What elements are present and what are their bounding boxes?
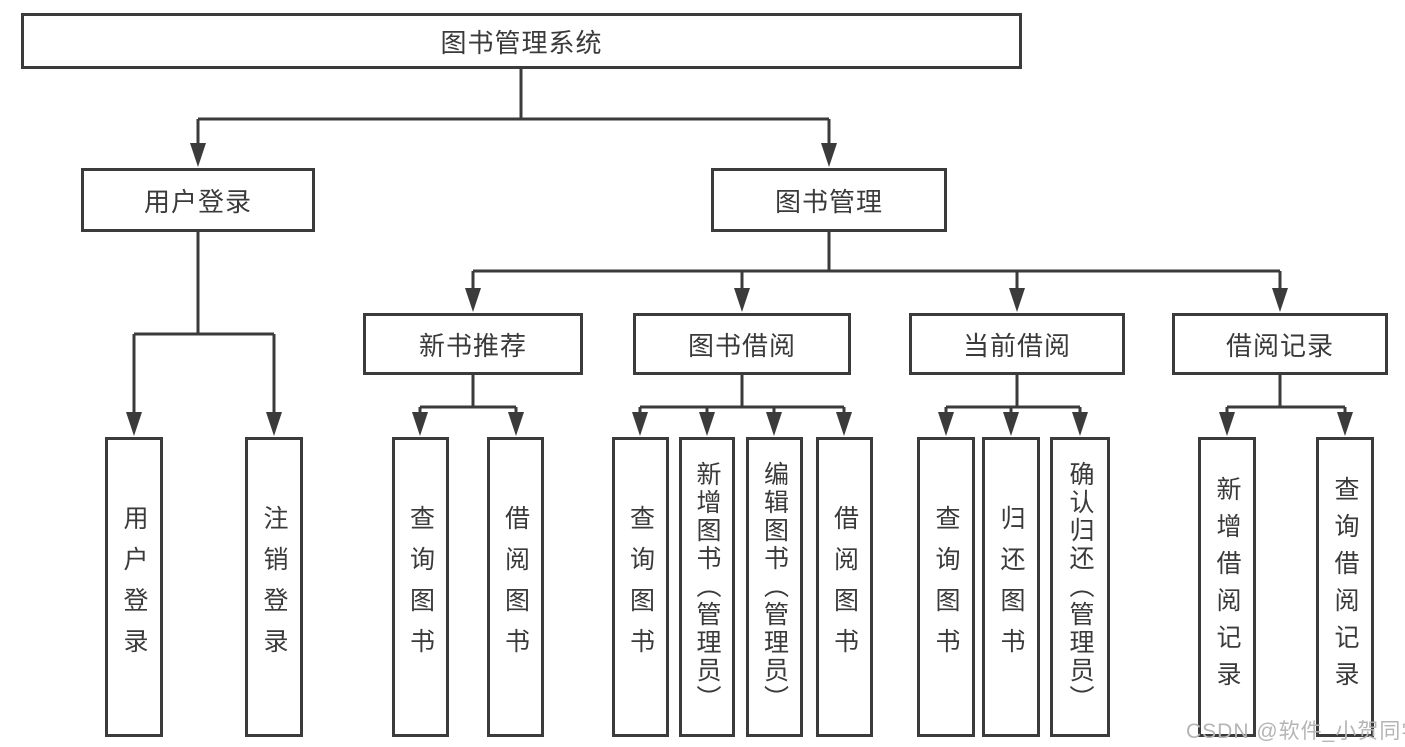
node-current-borrow: 当前借阅 — [909, 313, 1125, 375]
node-leaf-confirm-return-admin: 确认归还（管理员） — [1050, 437, 1110, 737]
connector-new-book-recommend-children — [412, 375, 524, 436]
node-leaf-query-borrow-record-label: 查询借阅记录 — [1331, 476, 1359, 698]
node-leaf-add-borrow-record: 新增借阅记录 — [1198, 437, 1256, 737]
node-leaf-confirm-return-admin-label: 确认归还（管理员） — [1066, 461, 1094, 713]
node-leaf-borrow-books-recommend-label: 借阅图书 — [501, 505, 530, 669]
node-leaf-query-borrow-record: 查询借阅记录 — [1316, 437, 1374, 737]
node-leaf-add-borrow-record-label: 新增借阅记录 — [1213, 476, 1241, 698]
node-library-system-label: 图书管理系统 — [440, 27, 603, 58]
connector-borrow-records-children — [1219, 375, 1353, 436]
node-user-login: 用户登录 — [81, 168, 315, 232]
connector-current-borrow-children — [938, 375, 1088, 436]
node-leaf-return-books-label: 归还图书 — [997, 505, 1025, 669]
node-user-login-label: 用户登录 — [143, 186, 252, 217]
node-leaf-return-books: 归还图书 — [982, 437, 1040, 737]
node-leaf-query-books-recommend-label: 查询图书 — [406, 505, 435, 669]
node-leaf-query-books-recommend: 查询图书 — [392, 437, 449, 737]
csdn-watermark: CSDN @软件_小贺同学 — [1186, 720, 1405, 743]
node-leaf-query-books-current: 查询图书 — [917, 437, 975, 737]
node-leaf-query-books-current-label: 查询图书 — [932, 505, 960, 669]
node-leaf-query-books-borrow: 查询图书 — [612, 437, 669, 737]
node-leaf-add-book-admin: 新增图书（管理员） — [679, 437, 735, 737]
node-leaf-add-book-admin-label: 新增图书（管理员） — [693, 461, 721, 713]
node-leaf-borrow-books-recommend: 借阅图书 — [487, 437, 544, 737]
node-leaf-user-login: 用户登录 — [105, 437, 163, 737]
connector-book-borrow-children — [632, 375, 852, 436]
node-leaf-logout-label: 注销登录 — [260, 505, 288, 669]
node-leaf-logout: 注销登录 — [245, 437, 303, 737]
connector-book-management-children — [465, 232, 1288, 312]
node-book-borrow: 图书借阅 — [633, 313, 851, 375]
node-current-borrow-label: 当前借阅 — [962, 330, 1071, 361]
node-new-book-recommend: 新书推荐 — [363, 313, 583, 375]
connector-root-to-level2 — [190, 69, 837, 167]
node-book-management: 图书管理 — [711, 168, 947, 232]
node-library-system: 图书管理系统 — [21, 13, 1022, 69]
node-leaf-query-books-borrow-label: 查询图书 — [626, 505, 655, 669]
node-book-borrow-label: 图书借阅 — [687, 330, 796, 361]
node-leaf-borrow-books: 借阅图书 — [816, 437, 873, 737]
connector-user-login-children — [126, 232, 282, 436]
node-new-book-recommend-label: 新书推荐 — [418, 330, 527, 361]
node-leaf-user-login-label: 用户登录 — [120, 505, 148, 669]
node-leaf-borrow-books-label: 借阅图书 — [830, 505, 859, 669]
node-book-management-label: 图书管理 — [774, 186, 883, 217]
node-leaf-edit-book-admin-label: 编辑图书（管理员） — [760, 461, 789, 713]
node-leaf-edit-book-admin: 编辑图书（管理员） — [746, 437, 803, 737]
node-borrow-records: 借阅记录 — [1172, 313, 1388, 375]
node-borrow-records-label: 借阅记录 — [1225, 330, 1334, 361]
